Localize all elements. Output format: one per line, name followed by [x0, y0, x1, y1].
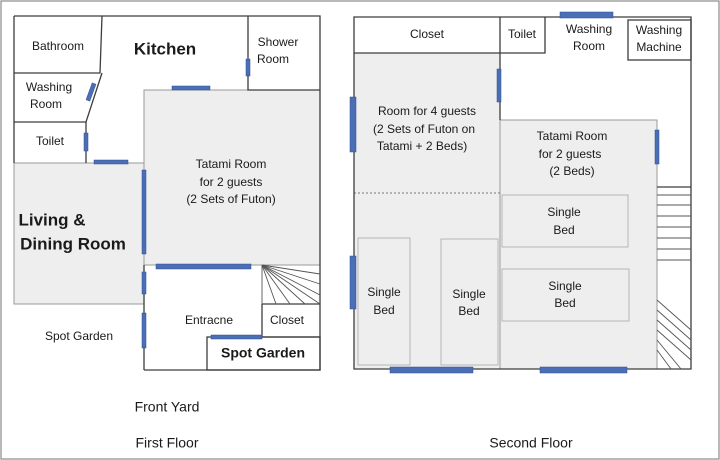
- window: [155, 263, 252, 270]
- window: [83, 132, 89, 152]
- window: [141, 169, 147, 255]
- window: [349, 96, 357, 153]
- single-bed-2-label: Single: [452, 287, 486, 301]
- entrance-label: Entracne: [185, 313, 233, 327]
- toilet-2f-wall: [500, 17, 546, 54]
- first-floor-caption: First Floor: [136, 435, 199, 451]
- window: [210, 334, 263, 340]
- toilet-label: Toilet: [36, 134, 65, 148]
- living-dining-label: Dining Room: [20, 234, 126, 253]
- tatami-room-2f-label: Tatami Room: [537, 129, 608, 143]
- window: [245, 58, 251, 77]
- closet-label: Closet: [270, 313, 305, 327]
- second-floor-plan: Closet Toilet Washing Room Washing Machi…: [349, 11, 692, 374]
- tatami-room-2f-label: for 2 guests: [539, 147, 602, 161]
- window: [654, 129, 660, 165]
- shower-room-label: Shower: [258, 35, 299, 49]
- washing-machine-box: [627, 19, 692, 61]
- spot-garden-box-label: Spot Garden: [221, 345, 305, 361]
- window: [171, 85, 211, 91]
- bathroom-wall: [14, 15, 103, 74]
- toilet-2f-label: Toilet: [508, 27, 537, 41]
- window: [389, 366, 474, 374]
- washing-room-2f-label: Room: [573, 39, 605, 53]
- room-4-guests-label: Room for 4 guests: [378, 104, 476, 118]
- first-floor-stairs: [261, 264, 321, 305]
- living-dining-label: Living &: [18, 210, 85, 229]
- window: [539, 366, 628, 374]
- single-bed-1-label: Single: [367, 285, 401, 299]
- shower-room-wall: [247, 16, 320, 91]
- kitchen-label: Kitchen: [134, 39, 196, 58]
- single-bed-4: [501, 268, 630, 322]
- closet-2f-label: Closet: [410, 27, 445, 41]
- tatami-room-2f-label: (2 Beds): [549, 164, 594, 178]
- single-bed-2: [440, 238, 499, 366]
- single-bed-1: [357, 237, 411, 366]
- window: [93, 159, 129, 165]
- single-bed-3-label: Bed: [553, 223, 574, 237]
- room-4-guests-label: (2 Sets of Futon on: [373, 122, 475, 136]
- second-floor-stairs: [656, 194, 692, 370]
- washing-room-label: Room: [30, 97, 62, 111]
- window: [141, 312, 147, 349]
- shower-room-label: Room: [257, 52, 289, 66]
- washing-room-label: Washing: [26, 80, 72, 94]
- window: [496, 68, 502, 103]
- tatami-room-label: Tatami Room: [196, 157, 267, 171]
- washing-room-2f-label: Washing: [566, 22, 612, 36]
- single-bed-2-label: Bed: [458, 304, 479, 318]
- second-floor-caption: Second Floor: [489, 435, 573, 451]
- washing-machine-label: Machine: [636, 40, 682, 54]
- front-yard-label: Front Yard: [135, 399, 200, 415]
- window: [141, 271, 147, 295]
- single-bed-4-label: Single: [548, 279, 582, 293]
- washing-machine-label: Washing: [636, 23, 682, 37]
- window: [559, 11, 614, 19]
- room-4-guests-label: Tatami + 2 Beds): [377, 139, 467, 153]
- spot-garden-label: Spot Garden: [45, 329, 113, 343]
- living-dining-room-area: [13, 162, 145, 305]
- first-floor-plan: Bathroom Kitchen Shower Room Washing Roo…: [13, 15, 321, 371]
- single-bed-1-label: Bed: [373, 303, 394, 317]
- tatami-room-area: [143, 89, 321, 266]
- spot-garden-box: [206, 336, 321, 371]
- window: [349, 255, 357, 310]
- single-bed-3: [501, 194, 629, 248]
- window: [85, 82, 97, 102]
- bathroom-label: Bathroom: [32, 39, 84, 53]
- single-bed-3-label: Single: [547, 205, 581, 219]
- tatami-room-label: (2 Sets of Futon): [186, 192, 275, 206]
- single-bed-4-label: Bed: [554, 296, 575, 310]
- tatami-room-label: for 2 guests: [200, 175, 263, 189]
